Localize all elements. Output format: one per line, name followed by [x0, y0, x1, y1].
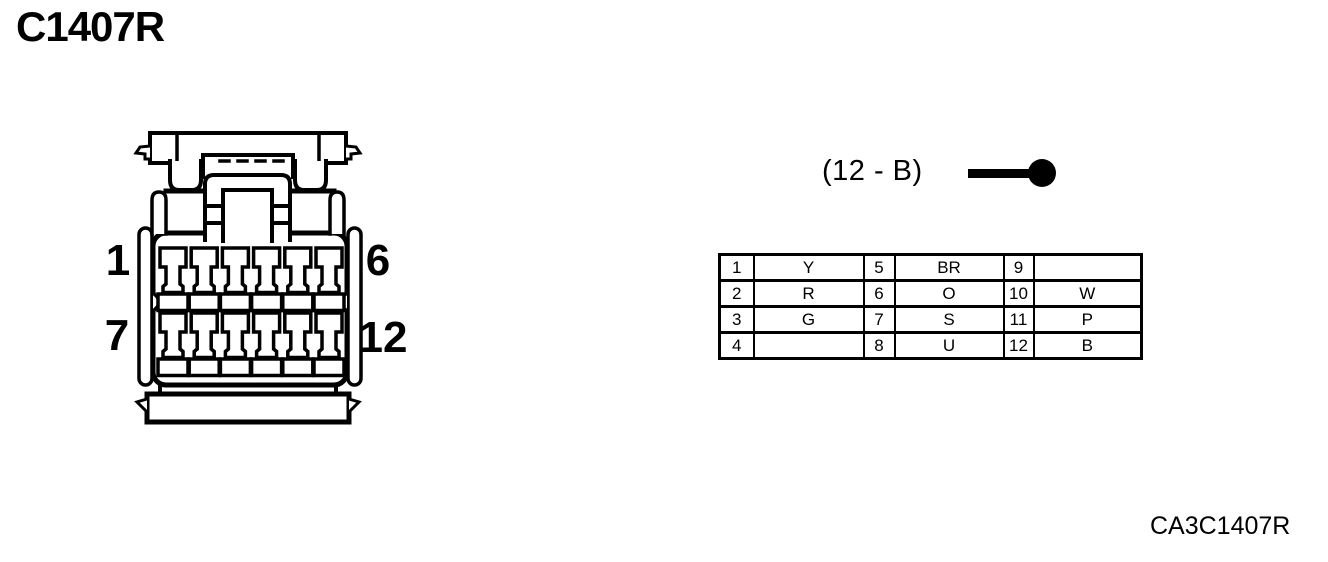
- pin-number-cell: 3: [718, 305, 755, 334]
- pin-number-cell: 9: [1002, 253, 1035, 282]
- base-plate: [144, 391, 352, 425]
- pin-number-cell: 5: [862, 253, 896, 282]
- pin-color-table: 1 Y 5 BR 9 2 R 6 O 10 W 3 G 7 S 11 P 4 8…: [718, 253, 1143, 360]
- probe-icon: [968, 158, 1058, 188]
- table-row: 1 Y 5 BR 9: [718, 253, 1143, 282]
- wire-color-cell: S: [893, 305, 1005, 334]
- wire-color-cell: G: [752, 305, 865, 334]
- wire-color-cell: Y: [752, 253, 865, 282]
- pin-number-cell: 10: [1002, 279, 1035, 308]
- latch-bridge-inner: [221, 188, 274, 243]
- wire-color-cell: B: [1032, 331, 1143, 360]
- pin-label-1: 1: [105, 236, 131, 285]
- pin-number-cell: 2: [718, 279, 755, 308]
- pin-label-12: 12: [358, 313, 408, 362]
- pin-number-cell: 12: [1002, 331, 1035, 360]
- ear-left: [137, 226, 154, 387]
- probe-shaft: [968, 169, 1034, 178]
- wire-color-cell: W: [1032, 279, 1143, 308]
- pin-label-6: 6: [365, 236, 391, 285]
- latch-finger-left: [150, 190, 168, 236]
- latch-bridge-rungs: [203, 204, 292, 225]
- pin-number-cell: 7: [862, 305, 896, 334]
- pin-label-7: 7: [104, 311, 130, 360]
- base-hook-left: [134, 397, 150, 415]
- probe-tip: [1028, 159, 1056, 187]
- wire-color-cell: O: [893, 279, 1005, 308]
- table-row: 3 G 7 S 11 P: [718, 305, 1143, 334]
- pin-number-cell: 8: [862, 331, 896, 360]
- pin-number-cell: 1: [718, 253, 755, 282]
- wire-color-cell: P: [1032, 305, 1143, 334]
- base-hook-right: [346, 397, 362, 415]
- latch-hook-left: [133, 144, 152, 161]
- wire-color-cell: [1032, 253, 1143, 282]
- pin-number-cell: 11: [1002, 305, 1035, 334]
- figure-code: CA3C1407R: [1150, 512, 1291, 540]
- connector-diagram: [133, 131, 363, 425]
- latch-leg-left: [168, 159, 203, 192]
- probe-pin-label: (12 - B): [822, 155, 923, 187]
- latch-leg-right: [293, 159, 328, 192]
- latch-finger-right: [328, 190, 346, 236]
- page-title: C1407R: [16, 3, 165, 50]
- pin-number-cell: 4: [718, 331, 755, 360]
- wire-color-cell: BR: [893, 253, 1005, 282]
- latch-hook-right: [344, 144, 363, 161]
- wire-color-cell: U: [893, 331, 1005, 360]
- table-row: 4 8 U 12 B: [718, 331, 1143, 360]
- wire-color-cell: R: [752, 279, 865, 308]
- table-row: 2 R 6 O 10 W: [718, 279, 1143, 308]
- wire-color-cell: [752, 331, 865, 360]
- pin-number-cell: 6: [862, 279, 896, 308]
